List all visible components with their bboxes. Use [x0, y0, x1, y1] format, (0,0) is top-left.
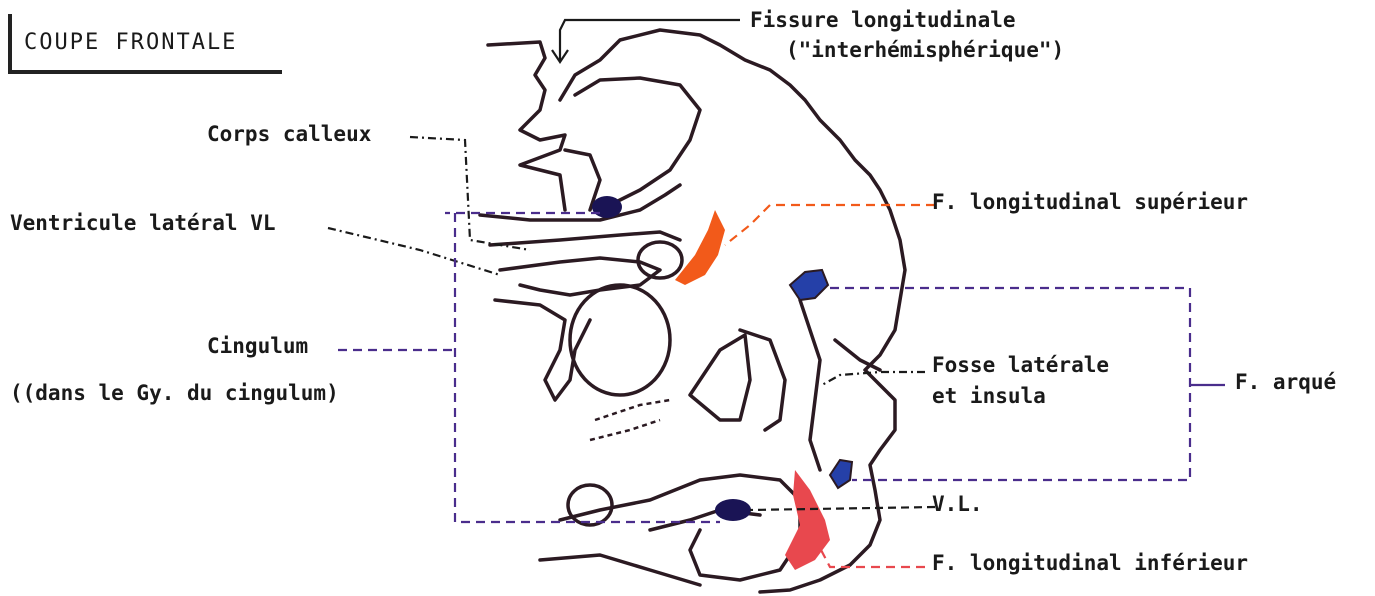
f-long-inf-leader: [820, 548, 925, 567]
thalamus-outline: [570, 285, 670, 395]
lenticular-nucleus: [690, 335, 750, 420]
superior-longitudinal-fasciculus: [675, 210, 725, 285]
arcuate-fasciculus-lower: [830, 460, 852, 488]
label-cingulum: Cingulum: [207, 336, 308, 357]
label-f-long-inf: F. longitudinal inférieur: [932, 553, 1248, 574]
corpus-callosum: [480, 185, 680, 220]
label-cingulum-note: ((dans le Gy. du cingulum): [10, 383, 339, 404]
label-f-arque: F. arqué: [1235, 372, 1336, 393]
label-fosse-line2: et insula: [932, 386, 1046, 407]
lateral-fossa-line: [835, 340, 880, 370]
temporal-outline: [560, 475, 800, 580]
ventricule-leader: [328, 228, 500, 275]
label-corps-calleux: Corps calleux: [207, 124, 371, 145]
vl-leader: [750, 507, 935, 510]
label-fosse-line1: Fosse latérale: [932, 355, 1109, 376]
fiber-dashes-1: [595, 400, 670, 420]
lateral-ventricle-nucleus: [592, 196, 622, 218]
hemisphere-medial-outline: [488, 42, 565, 210]
label-fissure-line1: Fissure longitudinale: [750, 10, 1016, 31]
temporal-inferior-line: [540, 555, 700, 585]
corps-calleux-leader: [410, 137, 530, 250]
insula-line: [800, 300, 820, 470]
hippocampus-outline: [568, 485, 612, 525]
caudate-bulb: [638, 242, 682, 278]
label-vl: V.L.: [932, 494, 983, 515]
label-fissure-line2: ("interhémisphérique"): [786, 40, 1064, 61]
arcuate-fasciculus-upper: [790, 270, 828, 300]
label-ventricule-lateral: Ventricule latéral VL: [10, 213, 276, 234]
f-long-sup-leader: [725, 205, 935, 245]
fiber-dashes-2: [590, 420, 660, 440]
label-f-long-sup: F. longitudinal supérieur: [932, 192, 1248, 213]
vl-temporal-horn: [715, 499, 751, 521]
